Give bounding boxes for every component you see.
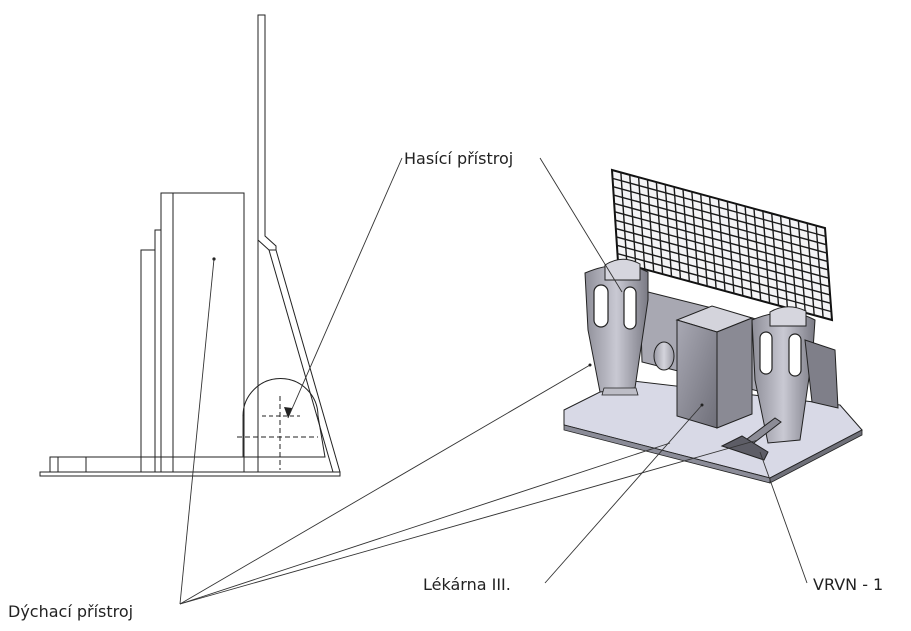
grid-bar-vertical xyxy=(762,211,771,304)
breathing-unit-side xyxy=(172,192,245,473)
grid-bar-horizontal xyxy=(613,194,828,254)
label-extinguisher: Hasící přístroj xyxy=(404,149,513,168)
iso-view xyxy=(563,168,863,484)
middle-cylinder xyxy=(653,341,675,371)
grid-bar-vertical xyxy=(691,191,699,284)
grid-bar-horizontal xyxy=(613,202,828,263)
grid-bar-vertical xyxy=(682,189,691,282)
right-holder xyxy=(751,306,839,444)
grid-bar-vertical xyxy=(673,186,682,279)
pharmacy-box xyxy=(675,305,754,429)
label-vrvn: VRVN - 1 xyxy=(813,575,883,594)
grid-panel xyxy=(610,168,834,322)
base-block-2 xyxy=(57,456,87,473)
grid-bar-vertical xyxy=(620,172,628,265)
grid-bar-vertical xyxy=(771,213,780,306)
side-view xyxy=(39,14,341,477)
label-pharmacy: Lékárna III. xyxy=(423,575,511,594)
grid-bar-vertical xyxy=(629,174,637,267)
arrow-head xyxy=(284,407,292,418)
label-breathing-apparatus: Dýchací přístroj xyxy=(8,602,133,621)
grid-bar-vertical xyxy=(700,194,708,287)
grid-bar-vertical xyxy=(779,215,789,308)
grid-bar-vertical xyxy=(735,203,744,296)
extinguisher-side xyxy=(242,378,326,458)
base-block-1 xyxy=(49,456,59,473)
grid-bar-vertical xyxy=(717,198,726,292)
frame-step-1 xyxy=(140,249,156,473)
grid-bar-horizontal xyxy=(614,211,829,271)
rear-post xyxy=(257,14,277,251)
base-plate xyxy=(39,471,341,477)
grid-bar-horizontal xyxy=(616,244,831,304)
grid-bar-vertical xyxy=(788,218,798,311)
grid-bar-vertical xyxy=(815,225,824,318)
grid-bar-horizontal xyxy=(615,219,830,279)
grid-bar-vertical xyxy=(726,201,735,294)
left-holder xyxy=(584,258,649,396)
grid-bar-horizontal xyxy=(612,186,827,246)
grid-bar-vertical xyxy=(806,223,815,316)
grid-bar-horizontal xyxy=(615,227,830,288)
grid-bar-vertical xyxy=(708,196,717,289)
grid-bar-vertical xyxy=(797,220,806,313)
grid-bar-vertical xyxy=(637,177,646,270)
grid-bar-vertical xyxy=(753,208,762,301)
grid-bar-horizontal xyxy=(616,236,831,296)
frame-step-2 xyxy=(154,229,162,473)
grid-bar-vertical xyxy=(664,184,673,277)
leader-lines xyxy=(179,157,808,605)
grid-bar-horizontal xyxy=(617,252,832,313)
grid-bar-vertical xyxy=(744,206,753,299)
grid-bar-vertical xyxy=(655,182,664,275)
grid-bar-horizontal xyxy=(612,177,826,238)
frame-step-3 xyxy=(160,192,174,473)
grid-bar-vertical xyxy=(646,179,655,272)
